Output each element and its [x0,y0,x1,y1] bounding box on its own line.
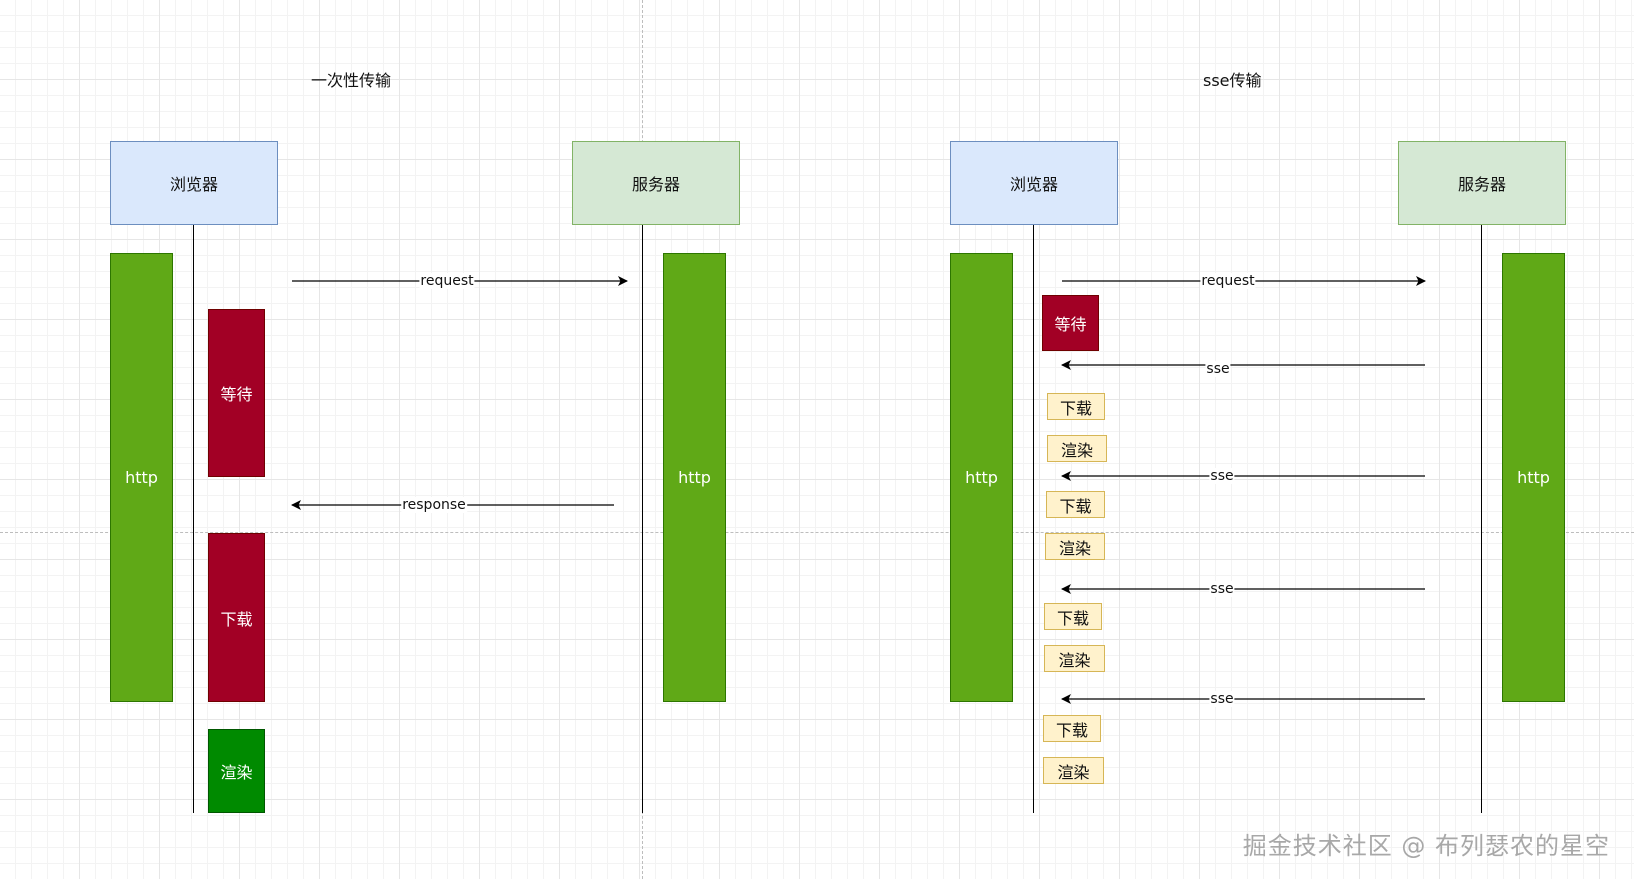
left-request-label: request [419,273,475,289]
right-diagram-title: sse传输 [1203,71,1262,90]
watermark: 掘金技术社区 @ 布列瑟农的星空 [1242,832,1610,860]
left-download-block[interactable]: 下载 [208,533,265,702]
left-server-http-bar[interactable]: http [663,253,726,702]
right-browser-actor[interactable]: 浏览器 [950,141,1118,225]
left-server-actor[interactable]: 服务器 [572,141,740,225]
chunk-2-render[interactable]: 渲染 [1045,533,1105,560]
left-diagram-title: 一次性传输 [311,71,392,90]
sse-label-3: sse [1209,581,1235,597]
chunk-1-render[interactable]: 渲染 [1047,435,1107,462]
right-server-actor[interactable]: 服务器 [1398,141,1566,225]
right-browser-lifeline [1033,225,1034,813]
right-server-lifeline [1481,225,1482,813]
chunk-3-download[interactable]: 下载 [1044,603,1102,630]
left-browser-http-bar[interactable]: http [110,253,173,702]
left-render-block[interactable]: 渲染 [208,729,265,813]
right-browser-http-bar[interactable]: http [950,253,1013,702]
chunk-4-download[interactable]: 下载 [1043,715,1101,742]
chunk-1-download[interactable]: 下载 [1047,393,1105,420]
sse-label-1: sse [1205,361,1231,377]
left-browser-actor[interactable]: 浏览器 [110,141,278,225]
left-wait-block[interactable]: 等待 [208,309,265,477]
page-break-horizontal [0,532,1634,533]
chunk-3-render[interactable]: 渲染 [1044,645,1105,672]
left-browser-lifeline [193,225,194,813]
chunk-2-download[interactable]: 下载 [1046,491,1105,518]
chunk-4-render[interactable]: 渲染 [1043,757,1104,784]
right-request-label: request [1200,273,1256,289]
right-wait-block[interactable]: 等待 [1042,295,1099,351]
left-response-label: response [401,497,467,513]
sse-label-2: sse [1209,468,1235,484]
right-server-http-bar[interactable]: http [1502,253,1565,702]
sse-label-4: sse [1209,691,1235,707]
left-server-lifeline [642,225,643,813]
